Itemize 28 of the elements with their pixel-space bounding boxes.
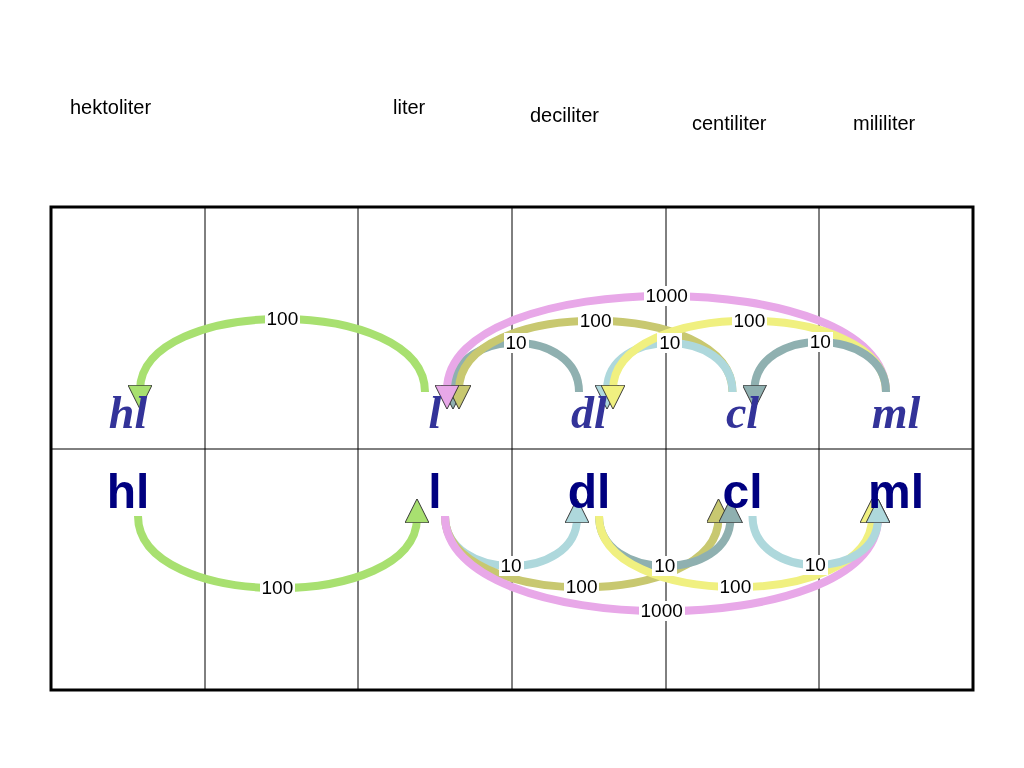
curved-arrow (134, 498, 428, 593)
unit-symbol: hl (106, 463, 150, 519)
unit-symbol: cl (725, 385, 760, 439)
edge-label: 10 (802, 554, 828, 575)
edge-label: 10 (657, 333, 683, 354)
curved-arrow (748, 498, 890, 569)
unit-symbol: cl (722, 463, 763, 519)
edge-label: 10 (503, 333, 529, 354)
curved-arrow (436, 292, 890, 409)
edge-label: 1000 (638, 600, 685, 621)
curved-arrow (595, 339, 737, 410)
unit-symbol: dl (571, 385, 607, 439)
unit-symbol: ml (868, 463, 924, 519)
curved-arrow (602, 316, 890, 410)
unit-symbol: hl (108, 385, 148, 439)
unit-name: mililiter (853, 112, 916, 135)
edge-label: 1000 (643, 286, 690, 307)
unit-symbol: dl (567, 463, 611, 519)
unit-name: centiliter (692, 112, 767, 135)
unit-name: hektoliter (70, 96, 152, 119)
unit-name: liter (393, 96, 426, 119)
unit-name: deciliter (530, 104, 599, 127)
edge-label: 10 (807, 332, 833, 353)
edge-label: 10 (498, 555, 524, 576)
unit-symbol: l (428, 463, 442, 519)
edge-label: 10 (652, 555, 678, 576)
unit-symbol: ml (871, 385, 921, 439)
unit-symbol: l (428, 385, 442, 439)
